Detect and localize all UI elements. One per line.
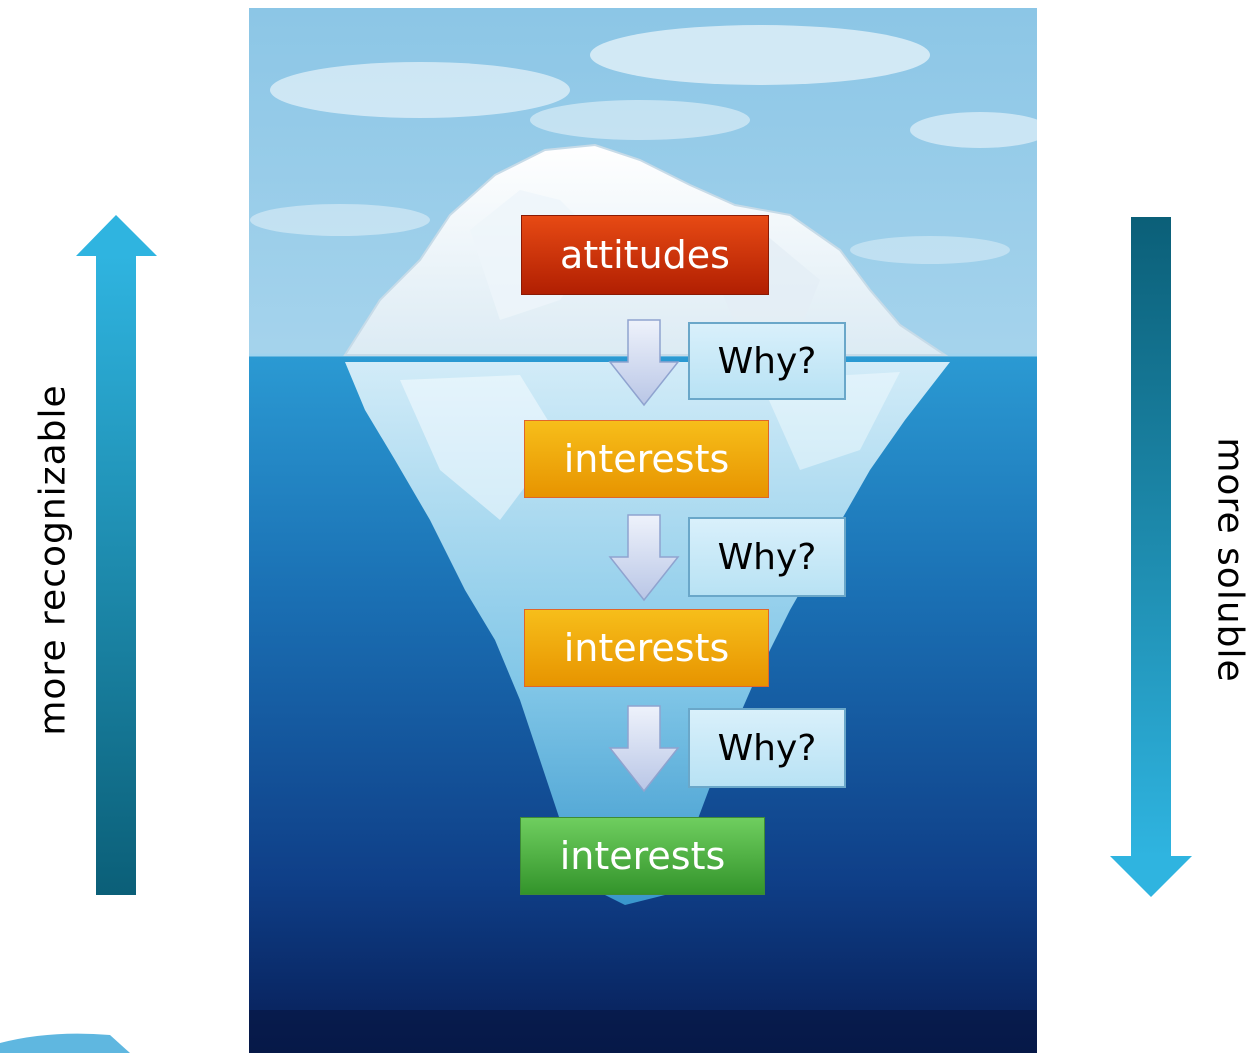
more-soluble-label: more soluble	[1209, 437, 1251, 683]
more-recognizable-label: more recognizable	[32, 384, 74, 736]
right-down-arrow	[1110, 217, 1192, 897]
down-arrow-3	[608, 705, 680, 793]
down-arrow-1	[608, 319, 680, 407]
left-up-arrow	[76, 215, 157, 895]
why-callout-1: Why?	[688, 322, 846, 400]
why-callout-3: Why?	[688, 708, 846, 788]
interests-box-1: interests	[524, 420, 769, 498]
attitudes-box: attitudes	[521, 215, 769, 295]
interests-box-3: interests	[520, 817, 765, 895]
why-callout-2: Why?	[688, 517, 846, 597]
interests-box-2: interests	[524, 609, 769, 687]
corner-swoosh	[0, 1033, 130, 1053]
down-arrow-2	[608, 514, 680, 602]
